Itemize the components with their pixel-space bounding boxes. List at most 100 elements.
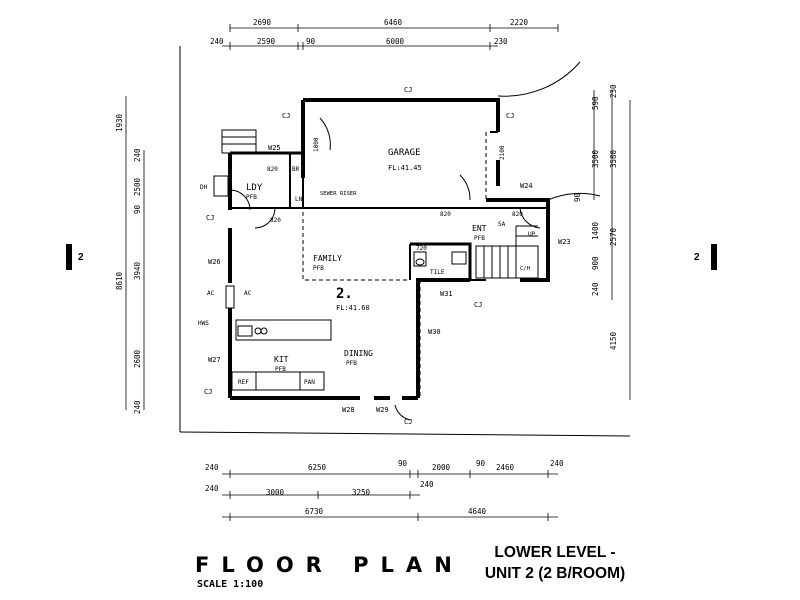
broom-label: BR — [292, 166, 300, 173]
fridge-label: REF — [238, 379, 249, 386]
kitchen-bench — [213, 175, 332, 391]
window-w29: W29 — [376, 406, 389, 414]
cj-label: CJ — [204, 388, 212, 396]
hidden-lines — [302, 100, 487, 398]
unit-number-label: 2. — [336, 286, 353, 302]
dim-top-3: 2220 — [510, 18, 529, 27]
dryer-label: DH — [200, 184, 208, 191]
kitchen-label: KIT — [274, 355, 289, 364]
cj-label: CJ — [474, 301, 482, 309]
dim-right-8: 1400 — [591, 221, 600, 240]
dim-left-2: 8610 — [115, 271, 124, 290]
laundry-finish-label: PFB — [246, 194, 257, 201]
cj-label: CJ — [506, 112, 514, 120]
window-w31: W31 — [440, 290, 453, 298]
garage-level-label: FL:41.45 — [388, 164, 422, 172]
external-stair — [221, 129, 257, 154]
plan-title: FLOOR PLAN — [195, 553, 464, 577]
door-size: 820 — [267, 166, 278, 173]
dim-right-2: 3500 — [591, 149, 600, 168]
window-w23: W23 — [558, 238, 571, 246]
ac-right-label: AC — [244, 290, 252, 297]
dim-top-2: 6460 — [384, 18, 403, 27]
laundry-label: LDY — [246, 183, 263, 193]
dim-bottom-r3-1: 6730 — [305, 507, 324, 516]
dim-right-5: 2570 — [609, 227, 618, 246]
dim-top-r2-3: 90 — [306, 37, 316, 46]
linen-label: LN — [295, 196, 303, 203]
dim-left-1: 1930 — [115, 113, 124, 132]
window-labels: W25 W24 W23 W26 W27 W28 W29 W30 W31 — [208, 144, 571, 414]
section-marker-left: 2 — [66, 244, 84, 270]
plan-unit: UNIT 2 (2 B/ROOM) — [484, 565, 626, 582]
crawl-label: C/H — [520, 266, 530, 272]
dim-left-4: 2500 — [133, 177, 142, 196]
dim-left-6: 3940 — [133, 261, 142, 280]
dining-finish-label: PFB — [346, 360, 357, 367]
dim-bottom-r2-4: 240 — [420, 480, 434, 489]
door-size: 1000 — [313, 137, 320, 152]
internal-stair — [475, 225, 539, 279]
svg-text:2: 2 — [694, 252, 700, 263]
site-boundary — [179, 46, 631, 437]
door-size: 820 — [512, 211, 523, 218]
window-w30: W30 — [428, 328, 441, 336]
dim-left-7: 2600 — [133, 349, 142, 368]
control-joint-labels: CJ CJ CJ CJ CJ CJ CJ — [204, 86, 514, 426]
dim-bottom-5: 90 — [476, 459, 486, 468]
stair-up-label: UP — [528, 231, 536, 238]
cj-label: CJ — [206, 214, 214, 222]
dining-label: DINING — [344, 349, 373, 358]
dim-bottom-3: 90 — [398, 459, 408, 468]
unit-floor-level-label: FL:41.60 — [336, 304, 370, 312]
cj-label: CJ — [404, 86, 412, 94]
window-w26: W26 — [208, 258, 221, 266]
dim-bottom-r2-3: 3250 — [352, 488, 371, 497]
cj-label: CJ — [282, 112, 290, 120]
hws-label: HWS — [198, 320, 209, 327]
entry-finish-label: PFB — [474, 235, 485, 242]
entry-label: ENT — [472, 224, 487, 233]
dim-bottom-2: 6250 — [308, 463, 327, 472]
dim-right-9: 900 — [591, 256, 600, 270]
family-label: FAMILY — [313, 254, 342, 263]
door-size: 720 — [416, 245, 427, 252]
window-w24: W24 — [520, 182, 533, 190]
door-size-labels: 820 820 820 820 720 2100 1000 — [267, 137, 523, 252]
walls — [228, 98, 550, 400]
plan-level: LOWER LEVEL - — [494, 544, 616, 561]
dim-left-8: 240 — [133, 400, 142, 414]
dim-right-6: 4150 — [609, 331, 618, 350]
garage-label: GARAGE — [388, 148, 421, 158]
room-labels: GARAGE FL:41.45 LDY PFB LN BR SEWER RISE… — [198, 148, 536, 386]
dim-left-5: 90 — [133, 204, 142, 214]
sewer-riser-label: SEWER RISER — [320, 191, 357, 197]
dim-right-1: 590 — [591, 96, 600, 110]
dim-top-r2-2: 2590 — [257, 37, 276, 46]
window-w27: W27 — [208, 356, 221, 364]
kitchen-finish-label: PFB — [275, 366, 286, 373]
toilet-fixture — [413, 251, 467, 267]
dim-bottom-7: 240 — [550, 459, 564, 468]
dim-top-1: 2690 — [253, 18, 272, 27]
door-size: 2100 — [499, 145, 506, 160]
dim-bottom-r2-1: 240 — [205, 484, 219, 493]
dim-bottom-r3-2: 4640 — [468, 507, 487, 516]
toilet-label: TILE — [430, 269, 445, 276]
dim-left-3: 240 — [133, 148, 142, 162]
dim-top-r2-4: 6000 — [386, 37, 405, 46]
dim-bottom-4: 2000 — [432, 463, 451, 472]
dim-bottom-r2-2: 3000 — [266, 488, 285, 497]
door-swings — [229, 61, 601, 421]
family-finish-label: PFB — [313, 265, 324, 272]
window-w25: W25 — [268, 144, 281, 152]
cj-label: CJ — [404, 418, 412, 426]
window-w28: W28 — [342, 406, 355, 414]
dim-right-3: 230 — [609, 84, 618, 98]
door-size: 820 — [440, 211, 451, 218]
dim-top-r2-1: 240 — [210, 37, 224, 46]
pantry-label: PAN — [304, 379, 315, 386]
dimensions: 2690 6460 2220 240 2590 90 6000 230 590 … — [115, 18, 631, 521]
smoke-alarm-label: SA — [498, 221, 506, 228]
